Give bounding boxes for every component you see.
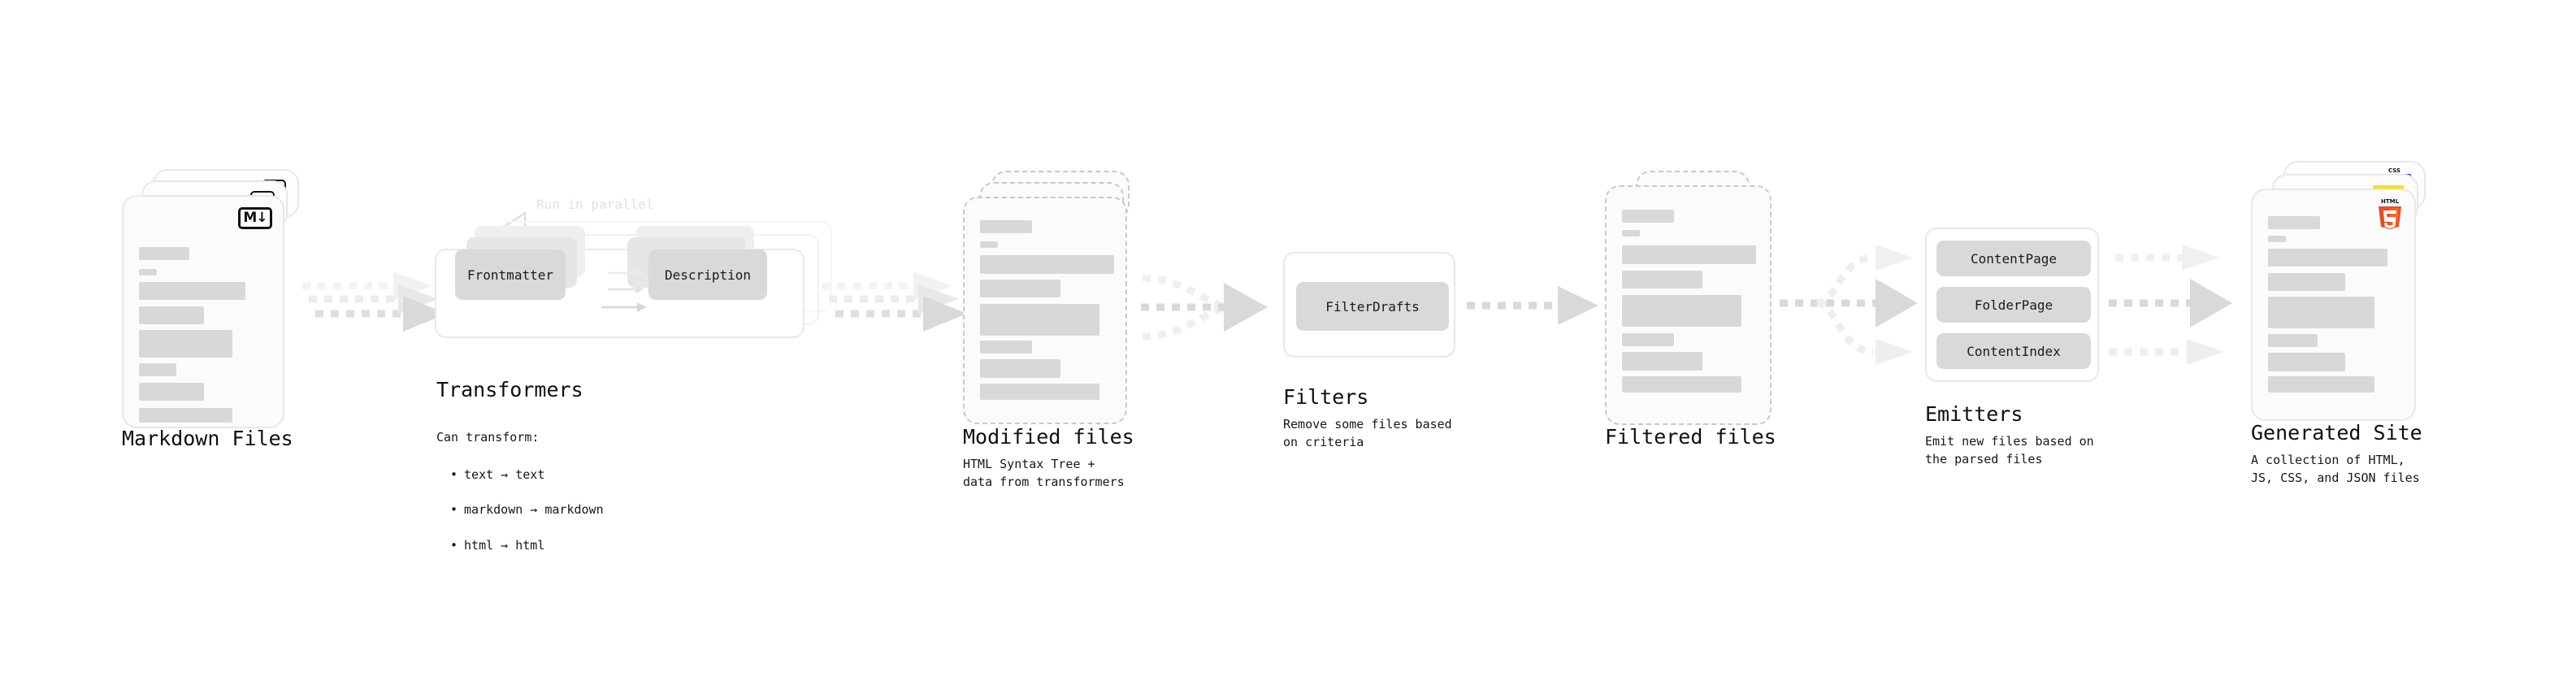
transformer-inner-arrows <box>601 269 647 312</box>
content-bar <box>980 304 1099 336</box>
transformers-bullet-item: text → text <box>450 466 604 484</box>
chip-filterdrafts[interactable]: FilterDrafts <box>1296 282 1449 331</box>
modified-file-card-front <box>963 197 1127 424</box>
content-bar <box>2268 236 2286 242</box>
filters-group-box: FilterDrafts <box>1283 252 1455 358</box>
html5-icon: HTML <box>2375 197 2405 231</box>
parallel-label: Run in parallel <box>536 197 654 212</box>
content-bar <box>980 255 1114 274</box>
connector-modified-to-filters <box>1141 274 1268 340</box>
stage-generated-site: CSS HTML Generated Site A col <box>2243 0 2576 681</box>
content-bar <box>1622 333 1674 346</box>
generated-site-subtitle: A collection of HTML, JS, CSS, and JSON … <box>2251 453 2420 485</box>
filtered-file-card-front <box>1605 185 1772 425</box>
content-bar <box>2268 353 2345 371</box>
svg-text:HTML: HTML <box>2381 198 2400 205</box>
content-bar <box>1622 245 1756 264</box>
connector-emitters-to-site <box>2109 245 2232 365</box>
stage-title-markdown-files: Markdown Files <box>122 427 293 450</box>
generated-site-card-html: HTML <box>2251 189 2416 421</box>
stage-markdown-files: M↓ M↓ M↓ Markdown Files <box>0 0 341 681</box>
stage-filtered-files: Filtered files <box>1593 0 1902 681</box>
transformers-bullet-item: html → html <box>450 537 604 555</box>
connector-filtered-to-emitters <box>1780 245 1918 365</box>
transformers-bullets: text → text markdown → markdown html → h… <box>450 449 604 572</box>
modified-files-subtitle: HTML Syntax Tree + data from transformer… <box>963 457 1125 489</box>
chip-folderpage[interactable]: FolderPage <box>1936 287 2091 323</box>
content-bar <box>1622 295 1741 327</box>
chip-description[interactable]: Description <box>648 249 767 300</box>
content-bar <box>980 241 998 248</box>
content-bar <box>980 280 1060 297</box>
markdown-file-card-front: M↓ <box>122 195 284 428</box>
filtered-file-stack <box>1605 171 1784 439</box>
generated-site-stack: CSS HTML <box>2251 161 2438 429</box>
content-bar <box>2268 273 2345 291</box>
content-bar <box>139 306 204 324</box>
content-bar <box>2268 334 2318 347</box>
stage-emitters: ContentPage FolderPage ContentIndex Emit… <box>1922 0 2247 681</box>
content-bar <box>980 340 1032 354</box>
content-bar <box>139 269 157 275</box>
emitters-subtitle: Emit new files based on the parsed files <box>1925 434 2094 466</box>
stage-transformers: Run in parallel Frontmatter Description … <box>435 0 861 681</box>
connector-filters-to-filtered <box>1467 286 1598 325</box>
stage-title-generated-site: Generated Site <box>2251 421 2422 445</box>
content-bar <box>2268 249 2387 267</box>
stage-modified-files: Modified files HTML Syntax Tree + data f… <box>951 0 1276 681</box>
content-bar <box>980 220 1032 233</box>
content-bar <box>1622 210 1674 223</box>
connector-transformers-to-modified <box>822 271 967 332</box>
content-bar <box>2268 297 2374 328</box>
content-bar <box>139 363 176 376</box>
content-bar <box>1622 271 1702 288</box>
stage-title-transformers: Transformers <box>436 378 583 401</box>
content-bar <box>1622 376 1741 393</box>
content-bar <box>2268 376 2374 393</box>
markdown-icon: M↓ <box>238 207 272 229</box>
content-bar <box>2268 216 2320 229</box>
content-bar <box>139 408 232 423</box>
modified-file-stack <box>963 171 1142 439</box>
content-bar <box>139 330 232 358</box>
stage-title-filters: Filters <box>1283 385 1369 409</box>
markdown-file-stack: M↓ M↓ M↓ <box>122 169 301 429</box>
chip-contentindex[interactable]: ContentIndex <box>1936 333 2091 369</box>
chip-frontmatter[interactable]: Frontmatter <box>455 249 566 300</box>
chip-contentpage[interactable]: ContentPage <box>1936 241 2091 276</box>
stage-filters: FilterDrafts Filters Remove some files b… <box>1280 0 1572 681</box>
stage-title-filtered-files: Filtered files <box>1605 425 1776 449</box>
content-bar <box>139 282 245 300</box>
content-bar <box>1622 230 1640 236</box>
content-bar <box>980 384 1099 400</box>
transformers-bullet-item: markdown → markdown <box>450 501 604 519</box>
emitters-group-box: ContentPage FolderPage ContentIndex <box>1925 228 2099 382</box>
content-bar <box>139 247 189 260</box>
connector-md-to-transformers <box>302 271 447 332</box>
content-bar <box>1622 352 1702 371</box>
stage-title-emitters: Emitters <box>1925 402 2023 426</box>
stage-title-modified-files: Modified files <box>963 425 1134 449</box>
content-bar <box>139 383 204 401</box>
transformers-subtitle: Can transform: <box>436 430 540 445</box>
content-bar <box>980 359 1060 378</box>
filters-subtitle: Remove some files based on criteria <box>1283 417 1452 449</box>
